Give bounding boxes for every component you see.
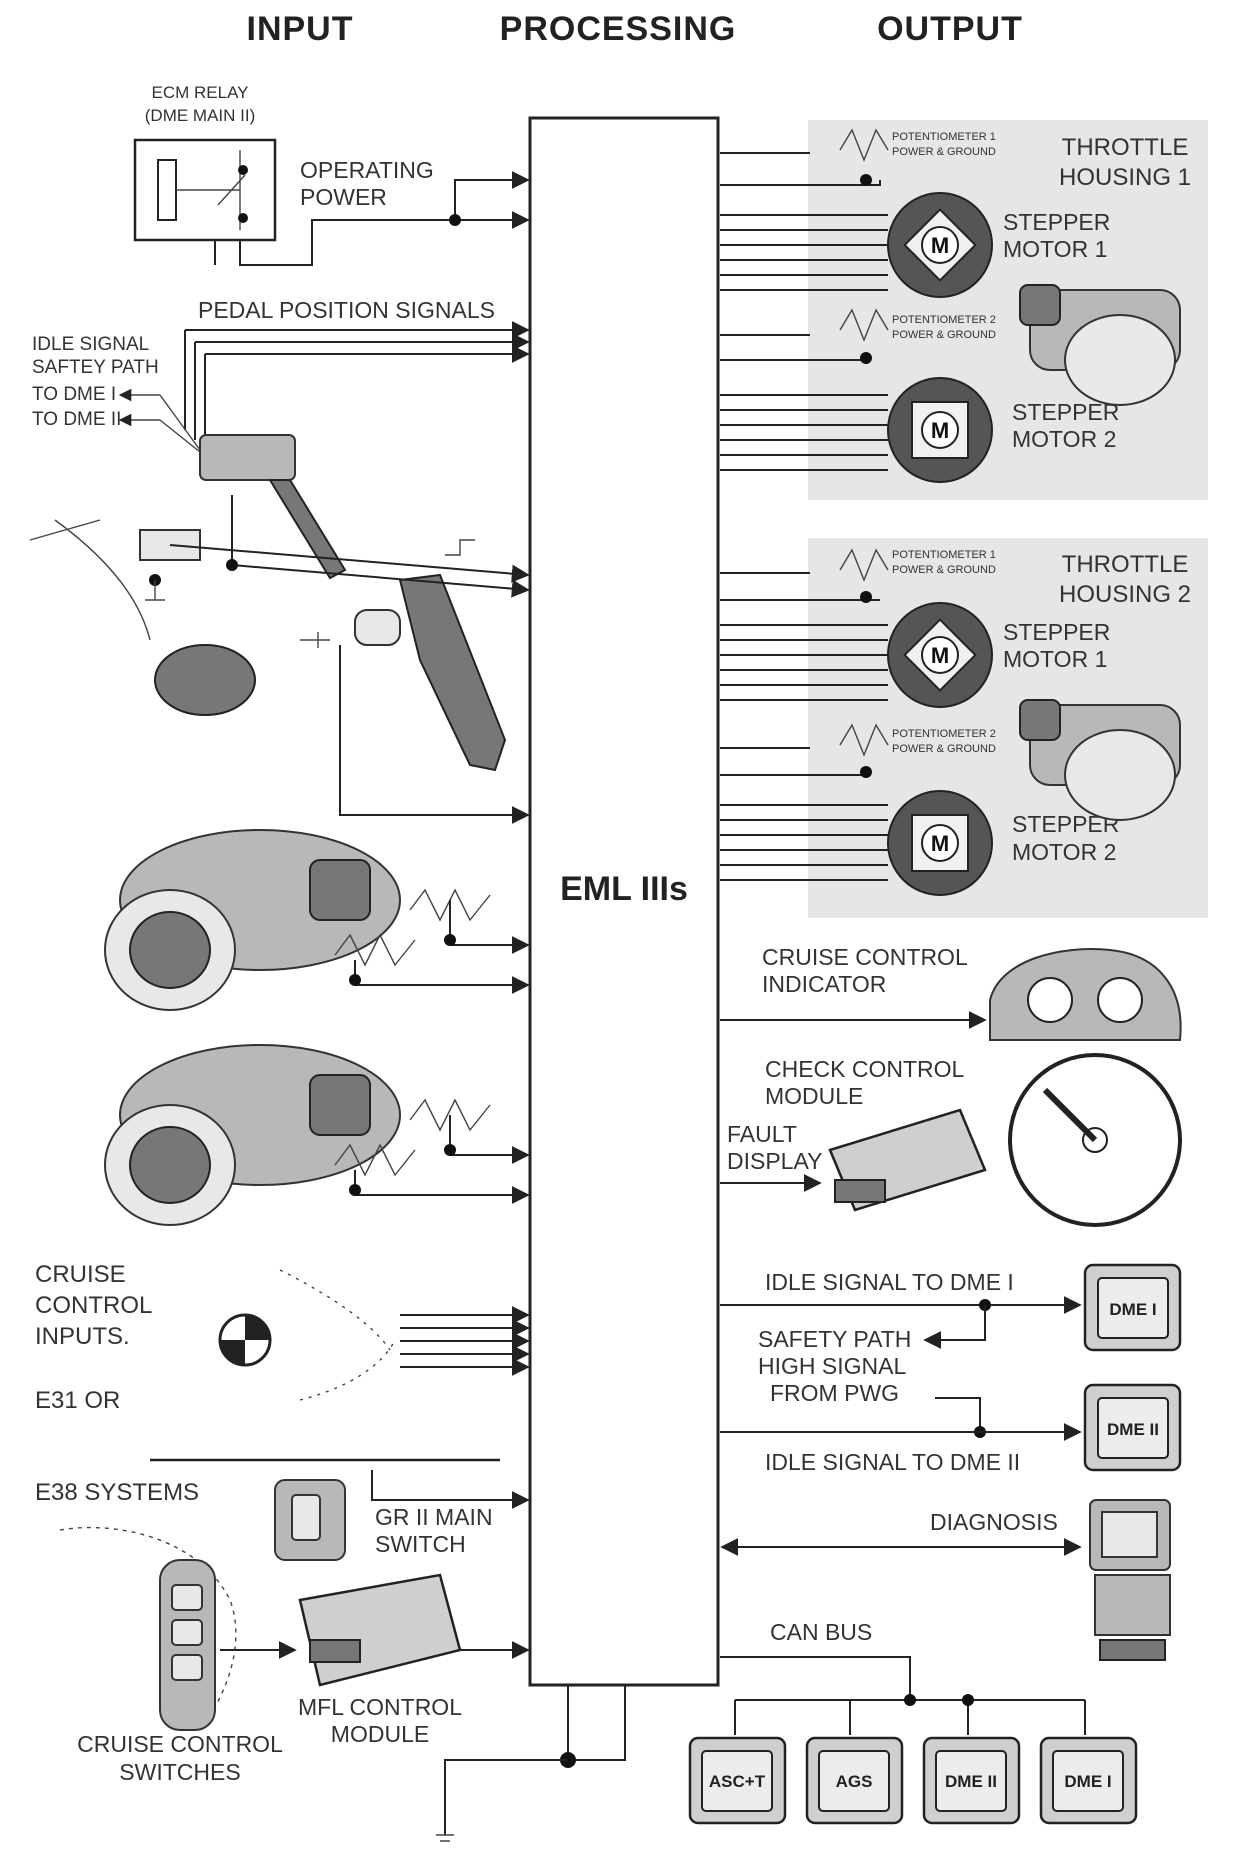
dme2-module-icon: DME II (1083, 1383, 1182, 1472)
th2-stepper1-label-2: MOTOR 1 (1003, 646, 1107, 672)
th2-title-1: THROTTLE (1062, 551, 1189, 578)
fault-display-label-1: FAULT (727, 1121, 797, 1147)
eml-unit-box (528, 116, 720, 1687)
steering-wheel-switches-icon (59, 1526, 237, 1731)
th1-pot2-label-2: POWER & GROUND (892, 329, 996, 341)
can-module-label: DME I (1064, 1772, 1111, 1791)
throttle-housing-1-drawing (1019, 284, 1181, 406)
idle-signal-label-3: TO DME I (32, 384, 116, 405)
th1-pot1-label-2: POWER & GROUND (892, 146, 996, 158)
ground-loop (567, 1685, 626, 1761)
diagnosis-label: DIAGNOSIS (930, 1509, 1058, 1535)
cruise-switches-label-1: CRUISE CONTROL (77, 1731, 283, 1757)
th1-pot2-label-1: POTENTIOMETER 2 (892, 314, 996, 326)
operating-power-label-1: OPERATING (300, 157, 434, 183)
cruise-control-lever (279, 1269, 396, 1401)
cruise-inputs-label-4: E31 OR (35, 1387, 120, 1414)
idle-dme1-label: IDLE SIGNAL TO DME I (765, 1269, 1014, 1295)
th1-title-1: THROTTLE (1062, 134, 1189, 161)
cruise-inputs-label-3: INPUTS. (35, 1323, 130, 1350)
can-module-ags: AGS (805, 1736, 904, 1825)
pedal-position-label: PEDAL POSITION SIGNALS (198, 297, 495, 323)
th2-stepper2-label-2: MOTOR 2 (1012, 839, 1116, 865)
can-module-dme-ii: DME II (922, 1736, 1021, 1825)
th1-stepper1-label-1: STEPPER (1003, 209, 1110, 235)
can-module-label: AGS (836, 1772, 873, 1791)
safety-path-label-3: FROM PWG (770, 1380, 899, 1406)
dme2-label: DME II (1107, 1420, 1159, 1439)
gr-main-switch-icon (274, 1479, 346, 1561)
th1-m2-symbol: M (931, 418, 949, 443)
th2-pot1-label-2: POWER & GROUND (892, 564, 996, 576)
th2-title-2: HOUSING 2 (1059, 581, 1191, 608)
th2-m2-symbol: M (931, 831, 949, 856)
output-header: OUTPUT (877, 10, 1023, 48)
th2-pot1-label-1: POTENTIOMETER 1 (892, 549, 996, 561)
throttle-body-2-drawing (104, 1044, 401, 1226)
ecm-relay: ECM RELAY (DME MAIN II) (133, 83, 277, 242)
pedal-sensor-assembly (29, 434, 507, 772)
idle-dme2-label: IDLE SIGNAL TO DME II (765, 1449, 1020, 1475)
can-module-label: ASC+T (709, 1772, 766, 1791)
th2-stepper1-label-1: STEPPER (1003, 619, 1110, 645)
check-control-label-2: MODULE (765, 1083, 863, 1109)
operating-power-label-2: POWER (300, 184, 387, 210)
dme1-module-icon: DME I (1083, 1263, 1182, 1352)
dme1-label: DME I (1109, 1300, 1156, 1319)
processing-header: PROCESSING (500, 10, 737, 48)
cruise-inputs-label-2: CONTROL (35, 1292, 152, 1319)
input-header: INPUT (247, 10, 354, 48)
th2-pot2-label-2: POWER & GROUND (892, 743, 996, 755)
eml-unit-label: EML IIIs (560, 870, 688, 908)
th2-pot2-label-1: POTENTIOMETER 2 (892, 728, 996, 740)
mfl-label-1: MFL CONTROL (298, 1694, 462, 1720)
th2-m1-symbol: M (931, 643, 949, 668)
ecm-relay-label-1: ECM RELAY (152, 83, 249, 102)
th1-stepper-motor-2: M (887, 377, 993, 483)
check-control-module-icon (828, 1108, 987, 1212)
th1-m1-symbol: M (931, 233, 949, 258)
instrument-cluster-icon (989, 948, 1182, 1041)
throttle-housing-2-drawing (1019, 699, 1181, 821)
cruise-inputs-label-1: CRUISE (35, 1261, 126, 1288)
bmw-logo-icon (218, 1313, 272, 1367)
can-bus-label: CAN BUS (770, 1619, 872, 1645)
cruise-indicator-label-2: INDICATOR (762, 971, 886, 997)
th1-pot1-label-1: POTENTIOMETER 1 (892, 131, 996, 143)
speedometer-icon (1008, 1053, 1182, 1227)
th1-stepper1-label-2: MOTOR 1 (1003, 236, 1107, 262)
th1-stepper2-label-2: MOTOR 2 (1012, 426, 1116, 452)
safety-path-label-1: SAFETY PATH (758, 1326, 911, 1352)
idle-signal-label-1: IDLE SIGNAL (32, 334, 149, 355)
th1-title-2: HOUSING 1 (1059, 164, 1191, 191)
ecm-relay-label-2: (DME MAIN II) (145, 106, 256, 125)
mfl-label-2: MODULE (331, 1721, 429, 1747)
gr-switch-label-2: SWITCH (375, 1531, 466, 1557)
cruise-switches-label-2: SWITCHES (119, 1759, 240, 1785)
can-module-label: DME II (945, 1772, 997, 1791)
idle-signal-label-2: SAFTEY PATH (32, 357, 159, 378)
can-module-dme-i: DME I (1039, 1736, 1138, 1825)
can-module-asc-t: ASC+T (688, 1736, 787, 1825)
idle-signal-label-4: TO DME II (32, 409, 121, 430)
cruise-indicator-label-1: CRUISE CONTROL (762, 944, 968, 970)
e38-systems-label: E38 SYSTEMS (35, 1479, 199, 1506)
throttle-body-1-drawing (104, 829, 401, 1011)
safety-path-label-2: HIGH SIGNAL (758, 1353, 906, 1379)
th2-stepper-motor-1: M (887, 602, 993, 708)
gr-switch-label-1: GR II MAIN (375, 1504, 493, 1530)
th1-stepper-motor-1: M (887, 192, 993, 298)
can-module-row: ASC+T AGS DME II DME I (688, 1736, 1138, 1825)
operating-power-wire (239, 171, 530, 266)
th2-stepper-motor-2: M (887, 790, 993, 896)
fault-display-label-2: DISPLAY (727, 1148, 822, 1174)
mfl-control-module-icon (298, 1573, 462, 1687)
diagnostic-tester-icon (1089, 1499, 1171, 1661)
check-control-label-1: CHECK CONTROL (765, 1056, 965, 1082)
